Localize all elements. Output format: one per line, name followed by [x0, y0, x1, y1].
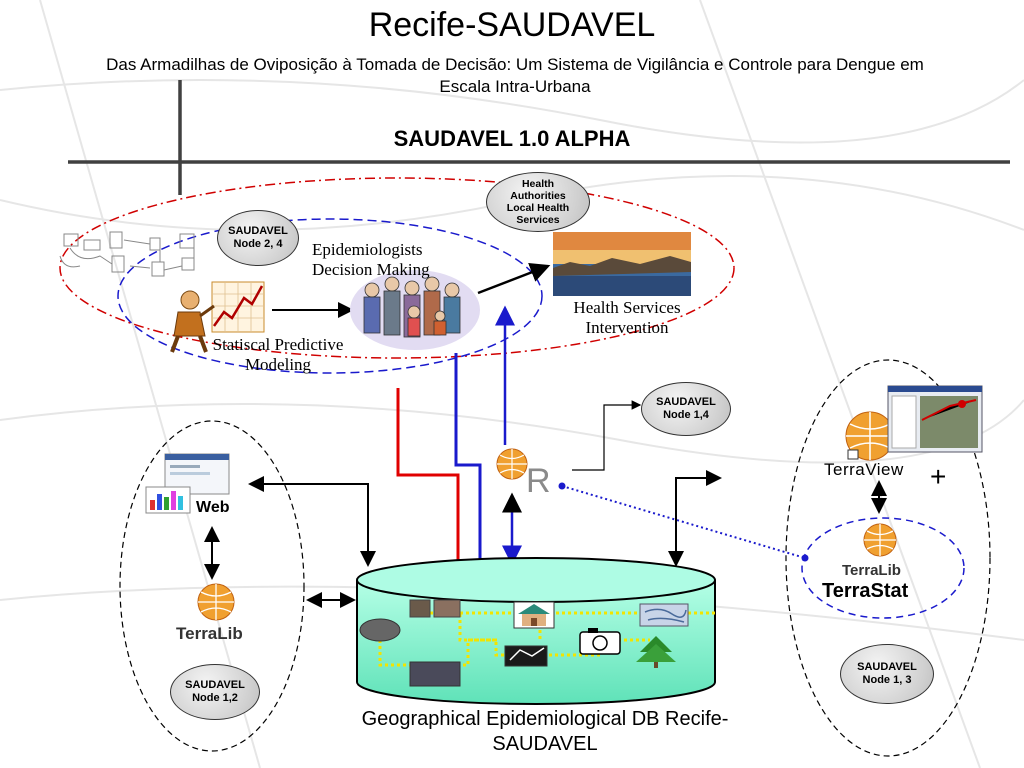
connector-web-to-db [248, 476, 376, 567]
database-caption: Geographical Epidemiological DB Recife-S… [361, 708, 729, 755]
house-icon [513, 601, 555, 629]
map-icon [639, 603, 689, 627]
red-cluster-ellipse [59, 177, 735, 359]
photo-thumbnail-1 [409, 599, 431, 618]
dotted-r-to-terrastat [561, 485, 806, 559]
left-cluster-ellipse [119, 420, 305, 752]
connector-r-to-node14 [572, 400, 642, 471]
photo-thumbnail-2 [433, 599, 461, 618]
r-label: R [526, 462, 551, 500]
node-1-2-label: SAUDAVEL Node 1,2 [185, 679, 245, 704]
red-connector [396, 388, 460, 565]
map-thumbnail [359, 618, 401, 642]
aerial-photo-thumbnail [409, 661, 461, 687]
web-label: Web [196, 499, 230, 516]
camera-icon [579, 628, 621, 655]
arrow-epidemiologists-to-services [477, 262, 551, 295]
node-1-4-badge: SAUDAVEL Node 1,4 [641, 382, 731, 436]
health-services-label: Health Services Intervention [573, 298, 681, 337]
terralib-left-label: TerraLib [176, 624, 243, 643]
terralib-right-label: TerraLib [842, 562, 901, 579]
terraview-label: TerraView [824, 460, 904, 479]
health-authorities-label: Health Authorities Local Health Services [506, 178, 570, 226]
terraview-globe-icon [845, 411, 895, 461]
node-1-3-label: SAUDAVEL Node 1, 3 [857, 661, 917, 686]
computer-screenshot-icon [887, 385, 983, 453]
plus-sign: + [930, 461, 947, 492]
dark-photo-thumbnail [504, 645, 548, 667]
crowd-icon [350, 270, 480, 350]
flowchart-sketch [59, 231, 195, 277]
terrastat-ellipse [801, 517, 965, 619]
page-subtitle: Das Armadilhas de Oviposição à Tomada de… [106, 55, 924, 96]
node-2-4-label: SAUDAVEL Node 2, 4 [228, 225, 288, 250]
version-label: SAUDAVEL 1.0 ALPHA [393, 126, 631, 151]
terralib-globe-icon-left [197, 583, 235, 621]
health-authorities-badge: Health Authorities Local Health Services [486, 172, 590, 232]
node-1-2-badge: SAUDAVEL Node 1,2 [170, 664, 260, 720]
statistical-modeling-label: Statiscal Predictive Modeling [212, 335, 344, 374]
node-1-4-label: SAUDAVEL Node 1,4 [656, 396, 716, 421]
node-1-3-badge: SAUDAVEL Node 1, 3 [840, 644, 934, 704]
terrastat-label: TerraStat [822, 580, 909, 602]
epidemiologists-label: Epidemiologists Decision Making [312, 240, 430, 279]
globe-icon [496, 448, 528, 480]
right-cluster-ellipse [785, 359, 991, 757]
bar-chart-icon [145, 486, 191, 514]
tree-icon [636, 636, 676, 668]
blue-connector [454, 353, 482, 565]
page-title: Recife-SAUDAVEL [368, 6, 656, 44]
node-2-4-badge: SAUDAVEL Node 2, 4 [217, 210, 299, 266]
terralib-globe-icon-right [863, 523, 897, 557]
chart-icon [170, 281, 265, 353]
connector-terraview-to-db [668, 470, 722, 567]
cityscape-photo-icon [553, 232, 691, 296]
blue-cluster-ellipse [117, 218, 543, 374]
